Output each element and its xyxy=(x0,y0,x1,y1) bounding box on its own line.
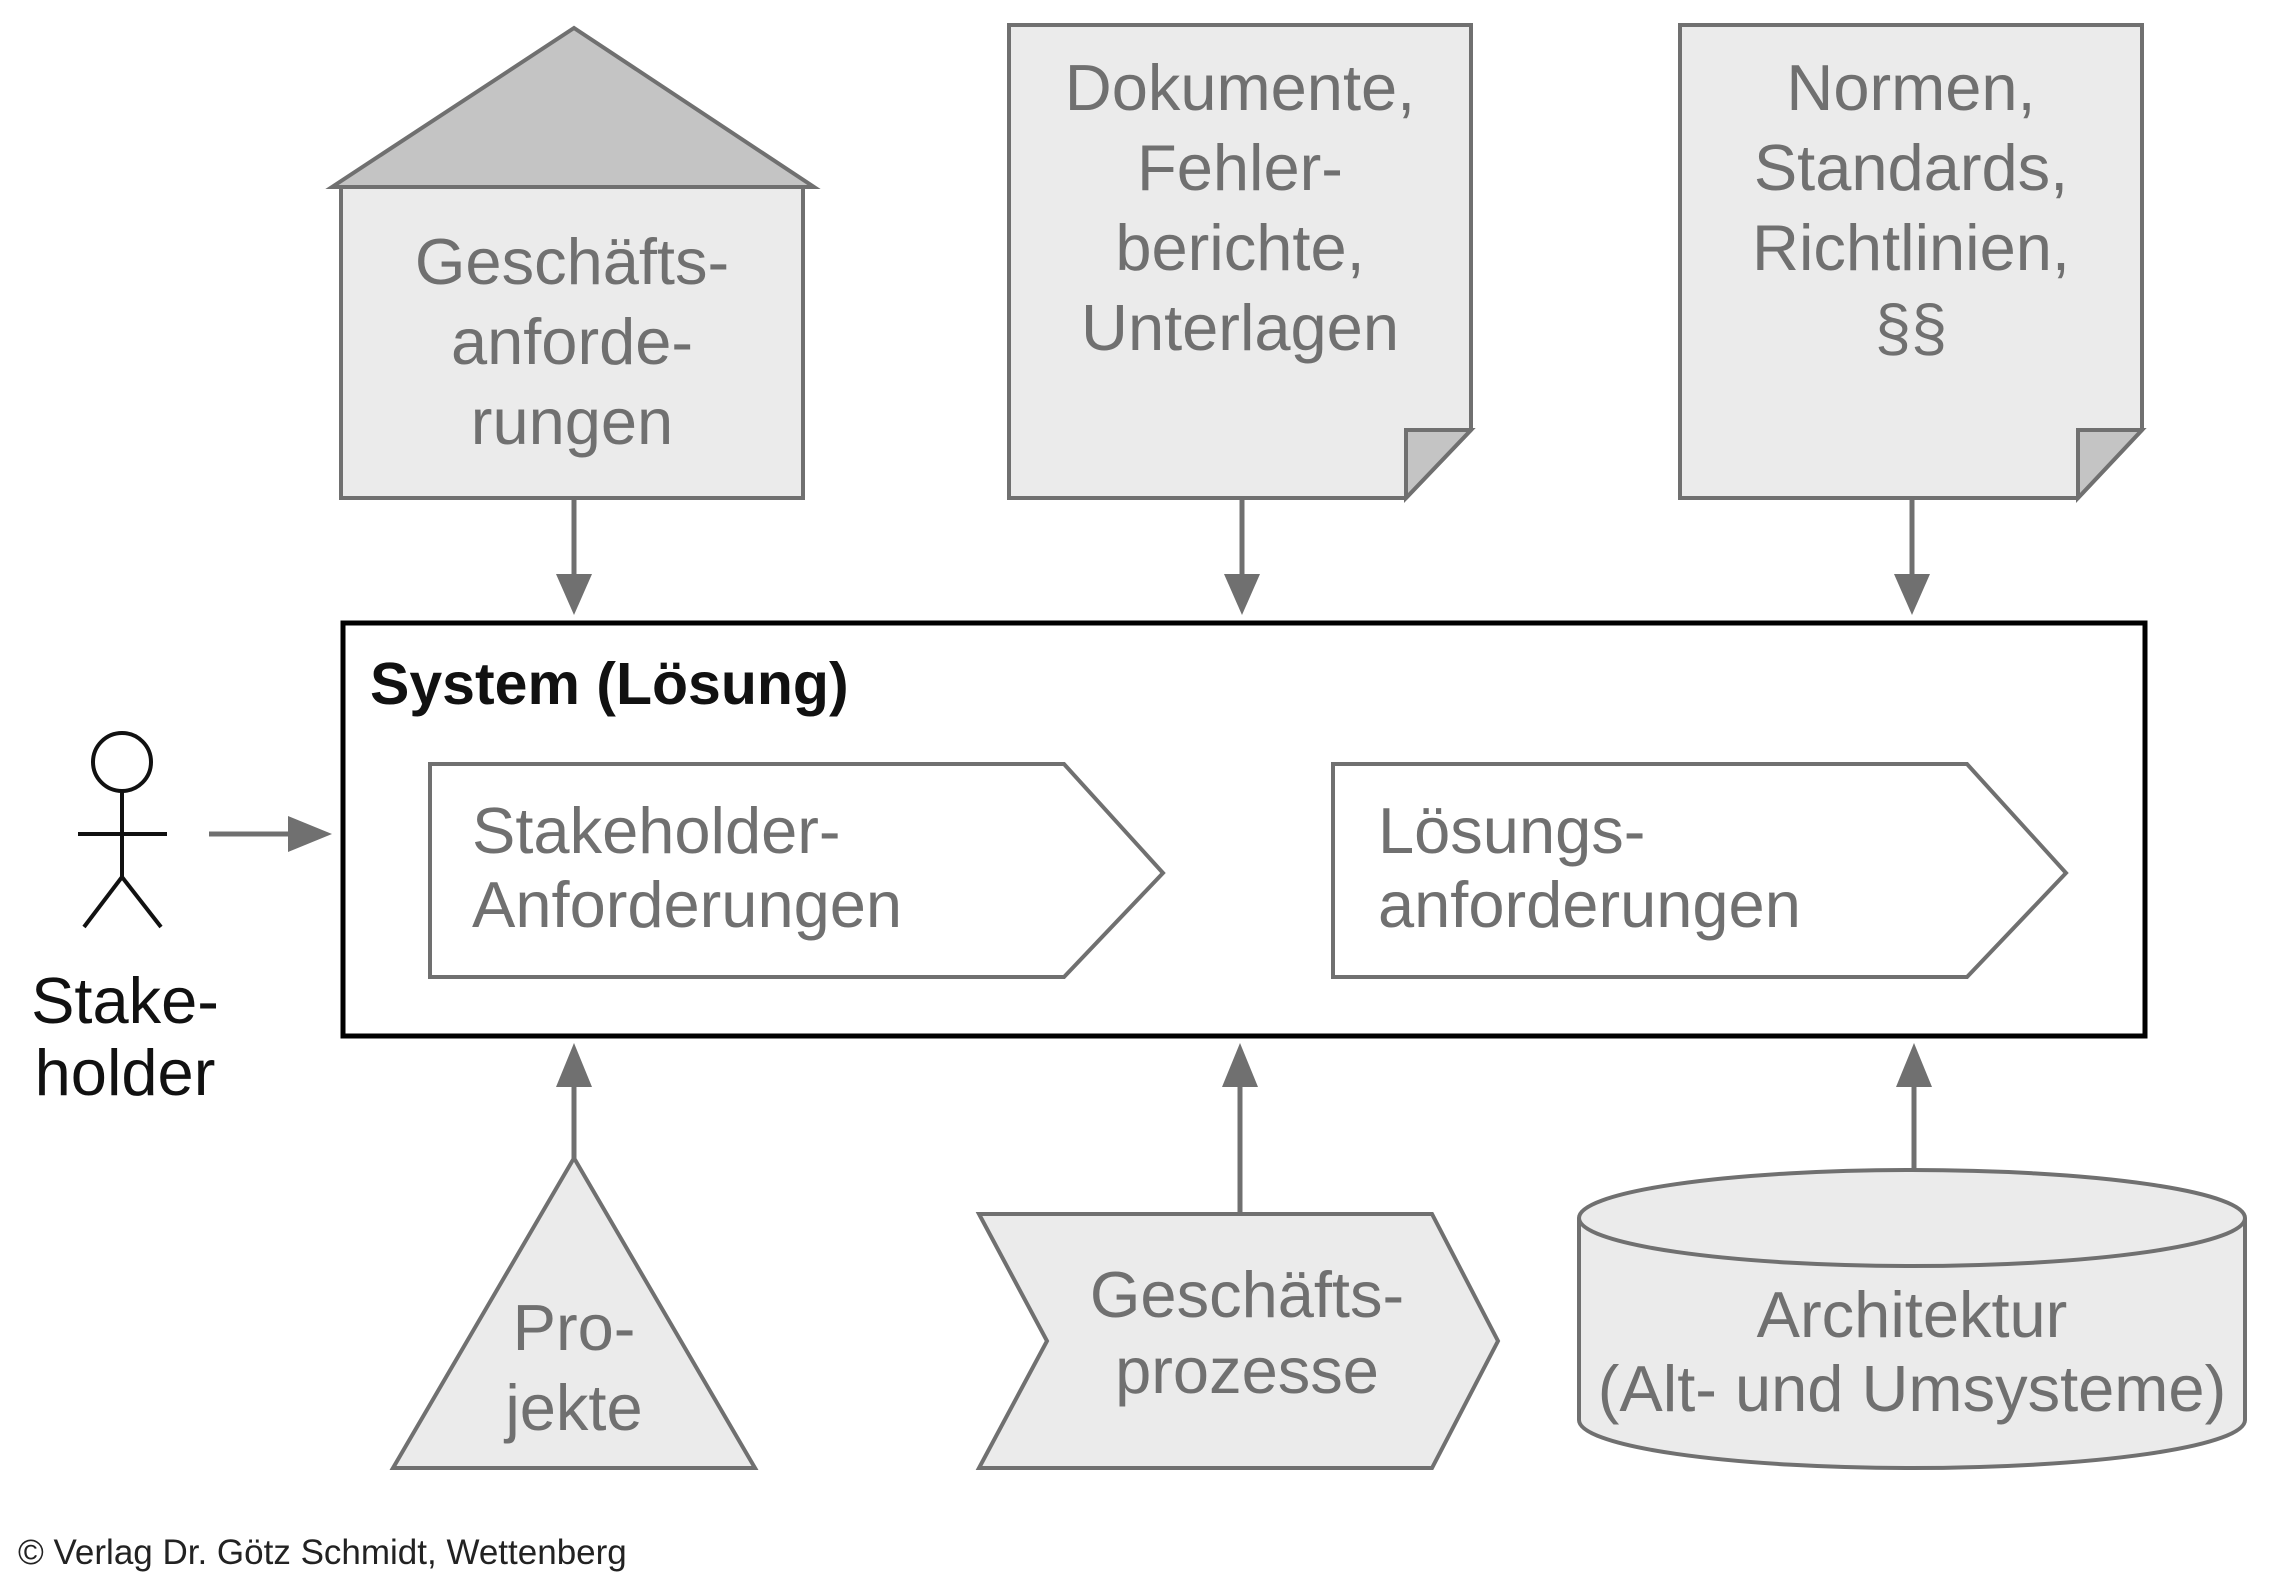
solution-req-line-1: Lösungs- xyxy=(1378,794,1646,867)
document-shape-documents xyxy=(1007,23,1476,503)
documents-line-2: Fehler- xyxy=(1137,131,1343,204)
system-title: System (Lösung) xyxy=(370,651,849,717)
stakeholder-figure xyxy=(78,731,167,929)
processes-line-1: Geschäfts- xyxy=(1089,1258,1405,1331)
projects-line-1: Pro- xyxy=(512,1291,636,1364)
documents-label: Dokumente, Fehler- berichte, Unterlagen xyxy=(1009,48,1471,368)
stakeholder-line-1: Stake- xyxy=(31,964,219,1037)
solution-req-line-2: anforderungen xyxy=(1378,868,1801,941)
stakeholder-label: Stake- holder xyxy=(0,965,250,1109)
projects-line-2: jekte xyxy=(505,1371,643,1444)
projects-label: Pro- jekte xyxy=(474,1288,674,1448)
documents-line-1: Dokumente, xyxy=(1064,51,1416,124)
business-line-1: Geschäfts- xyxy=(414,225,730,298)
document-shape-norms xyxy=(1678,23,2147,504)
documents-line-4: Unterlagen xyxy=(1081,291,1399,364)
stakeholder-line-2: holder xyxy=(34,1036,216,1109)
architecture-cylinder xyxy=(1577,1168,2247,1470)
house-shape xyxy=(325,25,821,500)
arrow-projects-to-system xyxy=(556,1043,592,1158)
projects-triangle xyxy=(389,1154,759,1470)
architecture-label: Architektur (Alt- und Umsysteme) xyxy=(1579,1278,2245,1426)
solution-requirements-shape xyxy=(1331,762,2069,979)
stakeholder-req-line-2: Anforderungen xyxy=(472,868,903,941)
solution-requirements-label: Lösungs- anforderungen xyxy=(1378,794,1801,942)
arrow-architecture-to-system xyxy=(1896,1043,1932,1178)
norms-line-3: Richtlinien, xyxy=(1752,211,2070,284)
processes-chevron xyxy=(975,1212,1501,1470)
norms-line-1: Normen, xyxy=(1786,51,2036,124)
stakeholder-requirements-shape xyxy=(428,762,1166,979)
arrow-norms-to-system xyxy=(1894,498,1930,615)
stakeholder-requirements-label: Stakeholder- Anforderungen xyxy=(472,794,902,942)
arrow-documents-to-system xyxy=(1224,498,1260,615)
arrow-processes-to-system xyxy=(1222,1043,1258,1214)
arrow-stakeholder-to-system xyxy=(209,816,332,852)
copyright-notice: © Verlag Dr. Götz Schmidt, Wettenberg xyxy=(18,1533,627,1572)
documents-line-3: berichte, xyxy=(1115,211,1365,284)
business-line-3: rungen xyxy=(470,385,674,458)
norms-label: Normen, Standards, Richtlinien, §§ xyxy=(1680,48,2142,368)
norms-line-4: §§ xyxy=(1874,291,1948,364)
business-requirements-label: Geschäfts- anforde- rungen xyxy=(341,222,803,462)
architecture-line-2: (Alt- und Umsysteme) xyxy=(1597,1352,2227,1425)
architecture-line-1: Architektur xyxy=(1756,1278,2068,1351)
stakeholder-req-line-1: Stakeholder- xyxy=(472,794,841,867)
norms-line-2: Standards, xyxy=(1753,131,2069,204)
arrow-business-to-system xyxy=(556,498,592,615)
business-line-2: anforde- xyxy=(450,305,694,378)
processes-line-2: prozesse xyxy=(1115,1334,1379,1407)
processes-label: Geschäfts- prozesse xyxy=(1047,1257,1447,1409)
